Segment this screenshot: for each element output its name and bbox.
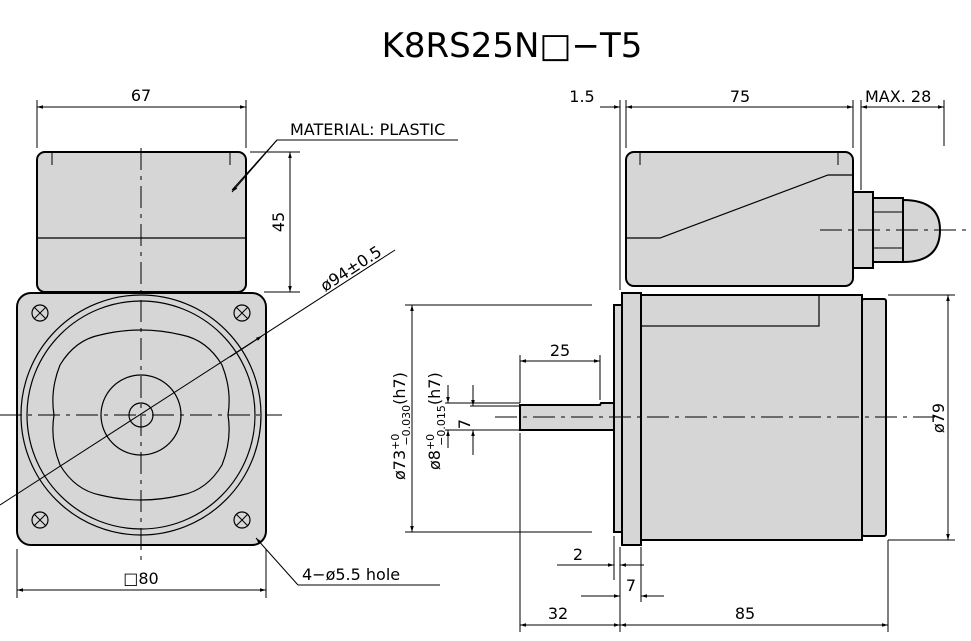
- inner-boss: [52, 329, 230, 501]
- mounting-holes: [31, 304, 251, 529]
- diameter-94-label: ø94±0.5: [317, 242, 385, 296]
- pilot-dia-tol-upper: +0: [389, 434, 402, 450]
- shaft-length-32-label: 32: [548, 604, 568, 623]
- material-note: MATERIAL: PLASTIC: [290, 120, 445, 139]
- key-25-label: 25: [550, 341, 570, 360]
- pilot: [613, 304, 623, 533]
- side-view: 1.5 75 MAX. 28 ø73+0−0.030(h7) ø8+0−0.01…: [389, 87, 971, 632]
- front-view: 67 45 MATERIAL: PLASTIC ø94±0.5 □80 4−ø5…: [0, 86, 458, 598]
- drawing-title: K8RS25N□−T5: [382, 26, 643, 66]
- pilot-depth-2-label: 2: [573, 545, 583, 564]
- pilot-diameter-label: ø73+0−0.030(h7): [389, 372, 413, 480]
- terminal-box-side: [625, 151, 854, 287]
- pilot-dia-fit: (h7): [390, 372, 409, 405]
- flange: [621, 292, 642, 546]
- width-67-label: 67: [131, 86, 151, 105]
- hole-note: 4−ø5.5 hole: [302, 565, 400, 584]
- pilot-dia-tol-lower: −0.030: [400, 405, 413, 446]
- shaft-dia-tol-upper: +0: [424, 434, 437, 450]
- pilot-dia-main: ø73: [390, 450, 409, 480]
- body-diameter-79-label: ø79: [929, 403, 948, 433]
- max-28-label: MAX. 28: [865, 87, 931, 106]
- flange-7-label: 7: [626, 576, 636, 595]
- shaft-dia-main: ø8: [425, 450, 444, 470]
- gap-1.5-label: 1.5: [569, 87, 594, 106]
- shaft-diameter-label: ø8+0−0.015(h7): [424, 372, 448, 470]
- shaft-dia-tol-lower: −0.015: [435, 405, 448, 446]
- body-length-85-label: 85: [735, 604, 755, 623]
- shaft-dia-fit: (h7): [425, 372, 444, 405]
- height-45-label: 45: [269, 212, 288, 232]
- square-80-label: □80: [123, 569, 158, 588]
- length-75-label: 75: [730, 87, 750, 106]
- flat-7-label: 7: [455, 419, 474, 429]
